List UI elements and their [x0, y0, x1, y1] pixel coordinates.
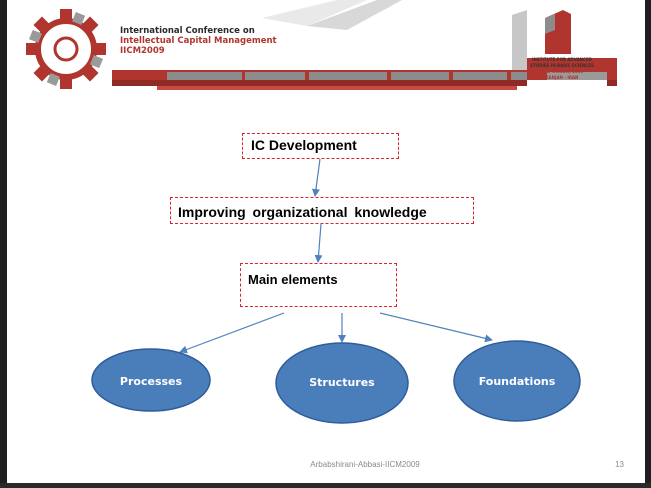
conference-logo	[26, 9, 106, 89]
institute-name-line1: INSTITUTE FOR ADVANCED	[531, 57, 593, 62]
edge-main-to-foundations	[379, 312, 493, 343]
edge-main-to-processes	[179, 312, 285, 354]
frame-bottom	[0, 483, 651, 488]
node-foundations-label: Foundations	[478, 375, 556, 388]
institute-name-line2: STUDIES IN BASIC SCIENCES	[530, 63, 594, 68]
conference-title-line1: International Conference on	[120, 26, 255, 36]
institute-date: 7, 8, October, 2009	[540, 69, 584, 74]
conference-title-line2: Intellectual Capital Management	[120, 36, 277, 46]
institute-location: ZANJAN - IRAN	[545, 75, 579, 80]
frame-left	[0, 0, 7, 488]
edge-improving-to-main	[314, 223, 323, 263]
header-banner	[112, 0, 617, 90]
slide-footer: Arbabshirani-Abbasi-IICM2009	[310, 460, 420, 469]
node-main-elements: Main elements	[240, 263, 397, 307]
node-ic-development: IC Development	[242, 133, 399, 159]
conference-title-line3: IICM2009	[120, 46, 165, 56]
conference-title: International Conference on Intellectual…	[120, 26, 290, 56]
page-number: 13	[615, 460, 624, 469]
node-processes-label: Processes	[119, 375, 183, 388]
institute-logo	[545, 10, 571, 54]
node-improving-knowledge: Improving organizational knowledge	[170, 197, 474, 224]
slide-header: International Conference on Intellectual…	[7, 0, 645, 120]
frame-right	[645, 0, 651, 488]
node-structures-label: Structures	[309, 376, 375, 389]
institute-name: INSTITUTE FOR ADVANCED STUDIES IN BASIC …	[527, 57, 597, 81]
edge-ic-to-improving	[311, 158, 321, 197]
